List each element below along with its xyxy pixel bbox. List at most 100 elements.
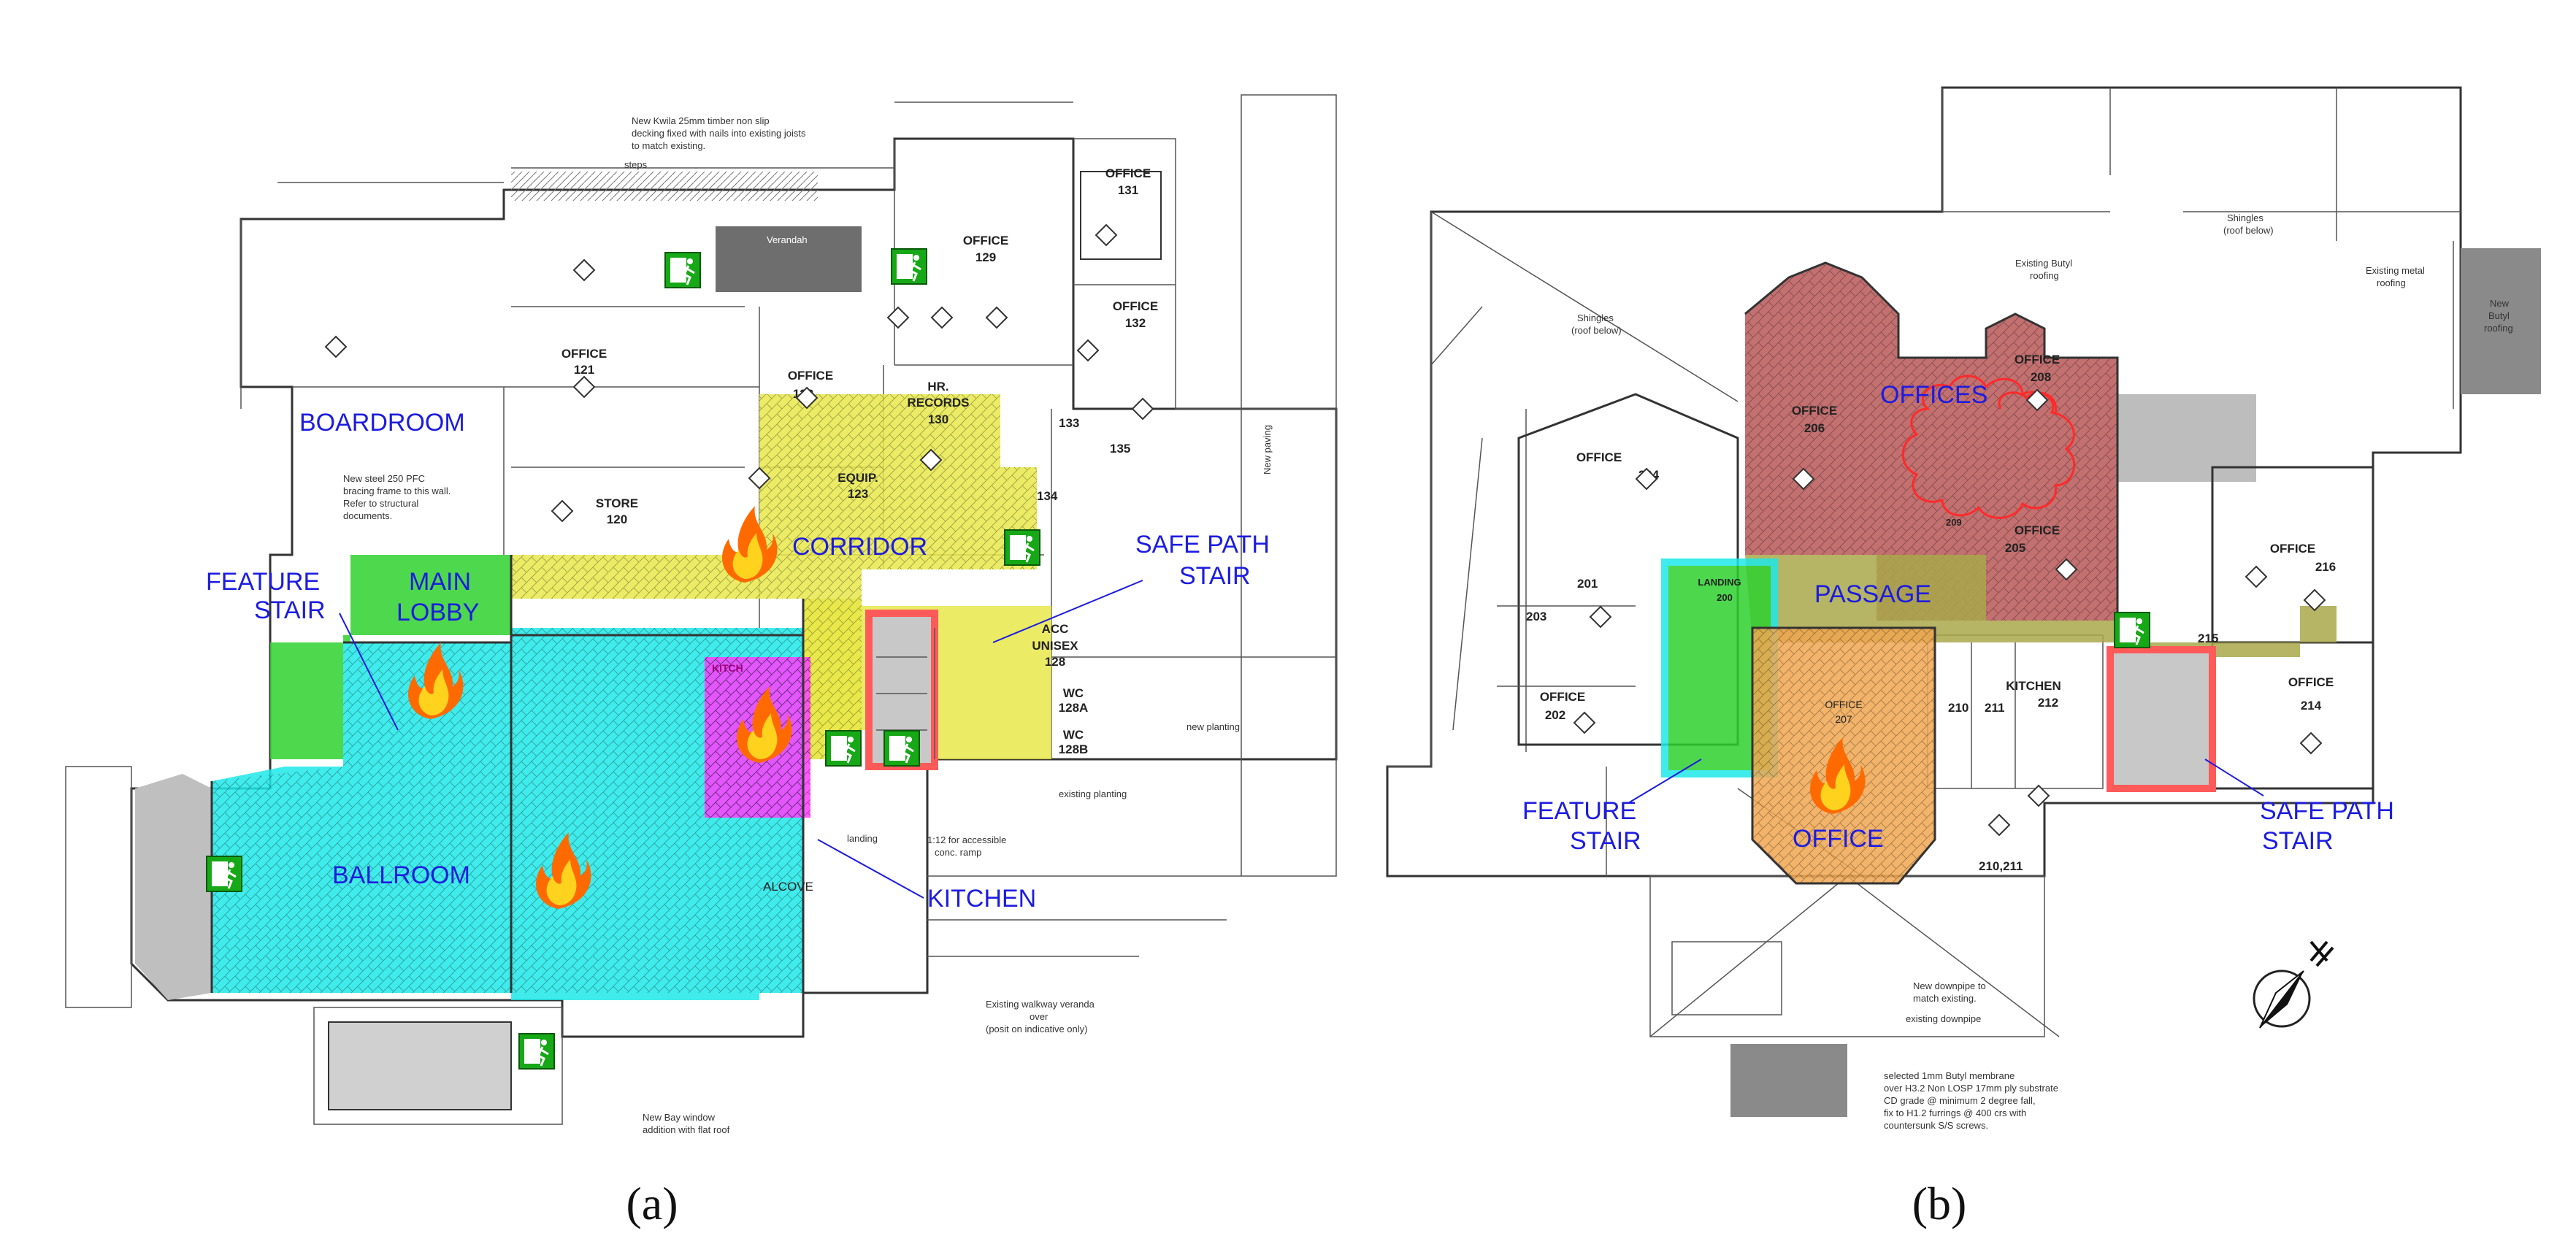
svg-text:OFFICE: OFFICE xyxy=(1540,690,1585,704)
svg-text:CD grade @ minimum 2 degree fa: CD grade @ minimum 2 degree fall, xyxy=(1884,1095,2036,1106)
svg-text:New downpipe to: New downpipe to xyxy=(1913,980,1986,991)
grey-roof-bottom xyxy=(1730,1044,1847,1117)
room-label-office-121: OFFICE 121 xyxy=(561,347,607,377)
svg-text:207: 207 xyxy=(1835,713,1852,725)
caption-b: (b) xyxy=(1912,1178,1967,1229)
note-butyl: Existing Butyl roofing xyxy=(2015,258,2072,281)
new-butyl-roof-right xyxy=(2461,248,2541,394)
note-deck: New Kwila 25mm timber non slip decking f… xyxy=(632,115,806,151)
svg-text:OFFICE: OFFICE xyxy=(1576,450,1622,464)
exit-sign-icon xyxy=(2113,611,2151,649)
svg-text:EQUIP.: EQUIP. xyxy=(837,471,878,485)
note-existing-planting: existing planting xyxy=(1059,788,1127,799)
room-label-211: 211 xyxy=(1985,701,2004,715)
room-label-215: 215 xyxy=(2198,631,2218,645)
room-label-office-208: OFFICE 208 xyxy=(2015,353,2060,384)
svg-text:selected 1mm Butyl membrane: selected 1mm Butyl membrane xyxy=(1884,1070,2015,1081)
revision-cloud xyxy=(1901,375,2076,519)
floor-plan-a: OFFICE 121 STORE 120 OFFICE 122 EQUIP. 1… xyxy=(65,94,1338,1135)
svg-text:132: 132 xyxy=(1125,316,1146,330)
svg-text:(posit on indicative only): (posit on indicative only) xyxy=(986,1024,1087,1034)
label-main-lobby-line2: LOBBY xyxy=(396,599,479,626)
label-safe-path-stair-line2: STAIR xyxy=(1179,562,1251,590)
label-boardroom: BOARDROOM xyxy=(299,409,465,437)
svg-text:129: 129 xyxy=(975,250,996,264)
exit-sign-icon xyxy=(664,251,702,289)
label-safe-path-stair-line2: STAIR xyxy=(2262,827,2334,855)
room-label-201: 201 xyxy=(1577,577,1598,591)
svg-text:decking fixed with nails into: decking fixed with nails into existing j… xyxy=(632,128,806,139)
note-new-butyl: New Butyl roofing xyxy=(2484,298,2513,334)
room-label-office-206: OFFICE 206 xyxy=(1792,404,1837,435)
svg-text:(roof below): (roof below) xyxy=(1571,325,1622,336)
svg-text:match existing.: match existing. xyxy=(1913,993,1977,1004)
label-corridor: CORRIDOR xyxy=(792,533,927,561)
room-label-landing-200: LANDING 200 xyxy=(1698,577,1741,603)
svg-text:OFFICE: OFFICE xyxy=(2015,523,2060,537)
svg-text:existing downpipe: existing downpipe xyxy=(1906,1013,1981,1024)
label-offices: OFFICES xyxy=(1880,381,1987,409)
svg-text:Existing metal: Existing metal xyxy=(2366,265,2425,276)
bay-window-grey xyxy=(135,774,212,1000)
room-label-office-207: OFFICE 207 xyxy=(1825,699,1862,725)
room-label-203: 203 xyxy=(1526,610,1546,623)
svg-text:New: New xyxy=(2490,298,2510,309)
svg-text:212: 212 xyxy=(2038,696,2058,710)
svg-text:countersunk S/S screws.: countersunk S/S screws. xyxy=(1884,1120,1988,1131)
label-safe-path-stair-line1: SAFE PATH xyxy=(2260,797,2394,825)
svg-text:214: 214 xyxy=(2301,699,2322,713)
svg-text:Butyl: Butyl xyxy=(2488,310,2510,321)
room-label-kitchen-212: KITCHEN 212 xyxy=(2006,679,2061,710)
svg-text:OFFICE: OFFICE xyxy=(2015,353,2060,366)
note-metal: Existing metal roofing xyxy=(2366,265,2425,288)
svg-text:over: over xyxy=(1030,1011,1049,1022)
room-label-store-120: STORE 120 xyxy=(596,496,638,526)
svg-text:ACC: ACC xyxy=(1042,622,1069,636)
svg-text:200: 200 xyxy=(1717,592,1733,603)
note-shingles-right: Shingles (roof below) xyxy=(2223,212,2274,236)
safe-path-stair-zone xyxy=(2107,646,2216,792)
label-kitchen: KITCHEN xyxy=(927,885,1036,913)
svg-text:roofing: roofing xyxy=(2030,270,2059,281)
exit-sign-icon xyxy=(518,1032,556,1070)
room-label-210: 210 xyxy=(1948,701,1969,715)
svg-text:HR.: HR. xyxy=(927,380,948,393)
svg-text:123: 123 xyxy=(848,487,868,501)
label-passage: PASSAGE xyxy=(1814,580,1931,608)
note-new-planting: new planting xyxy=(1187,721,1240,732)
room-label-hr-records-130: HR. RECORDS 130 xyxy=(907,380,969,426)
main-lobby-zone xyxy=(270,555,511,759)
room-label-kitch: KITCH xyxy=(712,662,743,674)
svg-text:conc. ramp: conc. ramp xyxy=(935,847,981,858)
svg-text:roofing: roofing xyxy=(2377,277,2406,288)
svg-text:128B: 128B xyxy=(1059,742,1089,756)
exit-sign-icon xyxy=(890,247,928,285)
svg-text:205: 205 xyxy=(2005,541,2025,555)
note-walkway: Existing walkway veranda over (posit on … xyxy=(986,999,1095,1034)
svg-text:Shingles: Shingles xyxy=(1577,312,1614,323)
svg-text:(roof below): (roof below) xyxy=(2223,225,2274,236)
svg-text:WC: WC xyxy=(1063,728,1084,742)
svg-text:to match existing.: to match existing. xyxy=(632,140,705,151)
svg-text:New Kwila 25mm timber non slip: New Kwila 25mm timber non slip xyxy=(632,115,770,126)
svg-text:131: 131 xyxy=(1118,183,1138,197)
label-main-lobby-line1: MAIN xyxy=(409,568,471,596)
svg-text:130: 130 xyxy=(928,412,948,426)
svg-text:206: 206 xyxy=(1804,421,1825,435)
svg-text:120: 120 xyxy=(607,512,627,526)
note-shingles-left: Shingles (roof below) xyxy=(1571,312,1622,336)
room-label-210-211: 210,211 xyxy=(1979,859,2023,873)
new-butyl-roof xyxy=(2117,394,2256,482)
room-label-134: 134 xyxy=(1037,489,1058,503)
svg-text:Shingles: Shingles xyxy=(2227,212,2263,223)
svg-text:Existing Butyl: Existing Butyl xyxy=(2015,258,2072,269)
room-label-office-132: OFFICE 132 xyxy=(1113,299,1158,330)
svg-text:documents.: documents. xyxy=(343,510,392,521)
svg-text:RECORDS: RECORDS xyxy=(907,396,969,410)
label-ballroom: BALLROOM xyxy=(332,861,470,889)
svg-text:KITCHEN: KITCHEN xyxy=(2006,679,2061,693)
svg-text:STORE: STORE xyxy=(596,496,638,510)
note-ramp: 1:12 for accessible conc. ramp xyxy=(927,834,1006,858)
room-label-209: 209 xyxy=(1946,517,1962,528)
